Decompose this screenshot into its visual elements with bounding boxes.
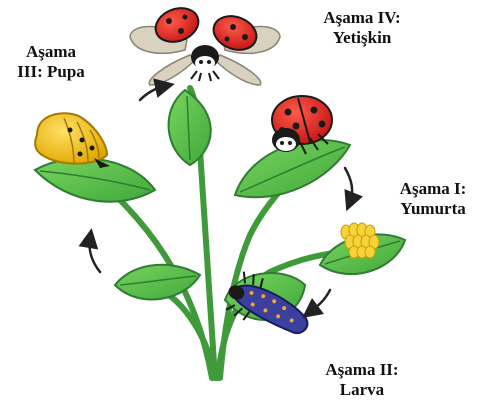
stage-iii-line2: III: Pupa xyxy=(0,62,102,82)
arrow-pupa-to-adult xyxy=(140,86,165,100)
stage-iv-line1: Aşama IV: xyxy=(282,8,442,28)
stage-i-line2: Yumurta xyxy=(385,199,481,219)
leaf-top xyxy=(169,90,211,165)
stage-ii-line1: Aşama II: xyxy=(292,360,432,380)
arrow-adult-to-eggs xyxy=(345,168,352,202)
arrow-larva-to-pupa xyxy=(89,238,100,272)
stage-iii-line1: Aşama xyxy=(0,42,102,62)
pupa-icon xyxy=(35,113,110,168)
stage-iv-line2: Yetişkin xyxy=(282,28,442,48)
stage-iii-label: Aşama III: Pupa xyxy=(0,42,102,82)
stage-i-line1: Aşama I: xyxy=(385,179,481,199)
stage-ii-label: Aşama II: Larva xyxy=(292,360,432,400)
adult-ladybug-flying-icon xyxy=(130,2,280,85)
stage-i-label: Aşama I: Yumurta xyxy=(385,179,481,219)
stage-ii-line2: Larva xyxy=(292,380,432,400)
leaf-left-upper xyxy=(35,158,155,201)
stage-iv-label: Aşama IV: Yetişkin xyxy=(282,8,442,48)
arrow-eggs-to-larva xyxy=(310,290,330,312)
